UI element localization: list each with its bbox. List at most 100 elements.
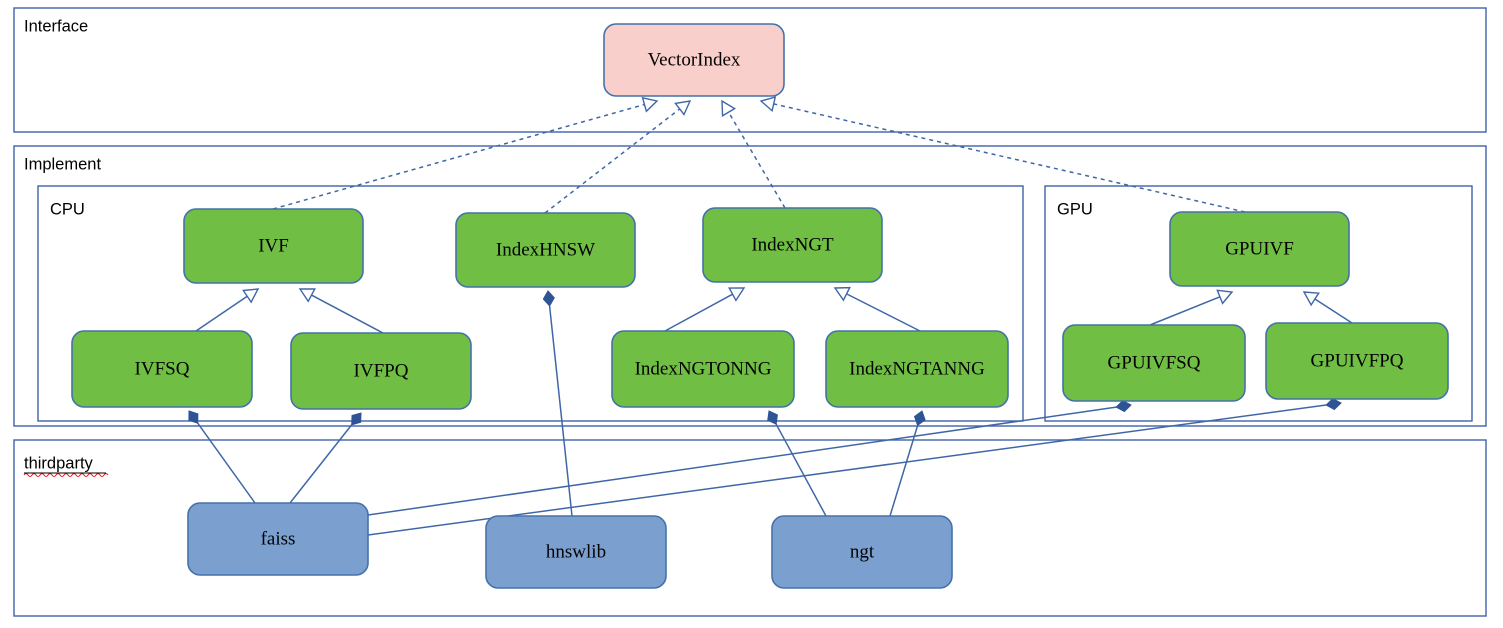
node-box-ivfpq[interactable] — [290, 332, 472, 410]
edge-ivfpq-ivf — [298, 288, 384, 334]
edge-faiss-ivfsq — [188, 410, 256, 504]
container-label-implement: Implement — [24, 155, 101, 173]
node-label-gpuivfpq: GPUIVFPQ — [1311, 350, 1404, 371]
edge-line-faiss-gpuivfpq — [367, 404, 1327, 536]
edge-ngtanng-indexngt — [833, 286, 921, 332]
node-box-ngt[interactable] — [771, 515, 953, 589]
edge-gpuivfsq-gpuivf — [1149, 289, 1234, 326]
container-label-thirdparty: thirdparty — [24, 454, 94, 472]
node-faiss[interactable]: faiss — [187, 502, 369, 576]
edge-ngt-ngtonng — [767, 410, 827, 517]
edge-indexngt-vectorindex — [721, 99, 786, 209]
composition-diamond-icon — [188, 410, 199, 424]
edge-ivfsq-ivf — [195, 288, 260, 332]
edge-line-ngt-ngtanng — [889, 425, 919, 517]
edge-indexhnsw-vectorindex — [544, 100, 692, 214]
generalization-arrowhead-icon — [641, 96, 659, 113]
node-box-indexngt[interactable] — [702, 207, 883, 283]
node-ngt[interactable]: ngt — [771, 515, 953, 589]
node-label-gpuivf: GPUIVF — [1225, 238, 1294, 259]
node-label-indexngtonng: IndexNGTONNG — [635, 358, 772, 379]
edge-line-indexngt-vectorindex — [727, 111, 786, 209]
node-box-vectorindex[interactable] — [603, 23, 785, 97]
node-indexngtonng[interactable]: IndexNGTONNG — [611, 330, 795, 408]
node-box-ivf[interactable] — [183, 208, 364, 284]
edge-line-hnswlib-indexhnsw — [548, 305, 573, 517]
composition-diamond-icon — [1325, 397, 1342, 411]
node-ivfsq[interactable]: IVFSQ — [71, 330, 253, 408]
node-label-indexhnsw: IndexHNSW — [496, 239, 595, 260]
edge-line-ngtonng-indexngt — [664, 293, 733, 332]
generalization-arrowhead-icon — [298, 288, 316, 303]
node-box-ivfsq[interactable] — [71, 330, 253, 408]
edge-line-faiss-ivfpq — [289, 424, 353, 504]
edge-line-ivfsq-ivf — [195, 295, 248, 332]
generalization-arrowhead-icon — [728, 287, 746, 302]
node-gpuivfsq[interactable]: GPUIVFSQ — [1062, 324, 1246, 402]
node-label-hnswlib: hnswlib — [546, 541, 606, 562]
edge-ngt-ngtanng — [889, 410, 926, 517]
edge-line-ivfpq-ivf — [311, 294, 384, 334]
edge-gpuivfpq-gpuivf — [1302, 291, 1353, 324]
edge-gpuivf-vectorindex — [759, 96, 1246, 213]
generalization-arrowhead-icon — [833, 286, 851, 302]
edge-line-faiss-ivfsq — [197, 422, 256, 504]
edge-line-gpuivf-vectorindex — [773, 103, 1246, 213]
generalization-arrowhead-icon — [674, 100, 692, 116]
generalization-arrowhead-icon — [1216, 289, 1234, 305]
generalization-arrowhead-icon — [242, 288, 260, 304]
node-indexngtanng[interactable]: IndexNGTANNG — [825, 330, 1009, 408]
node-box-indexngtonng[interactable] — [611, 330, 795, 408]
node-hnswlib[interactable]: hnswlib — [485, 515, 667, 589]
node-label-ivf: IVF — [258, 235, 289, 256]
composition-diamond-icon — [351, 412, 362, 426]
node-box-faiss[interactable] — [187, 502, 369, 576]
node-label-ivfpq: IVFPQ — [354, 360, 409, 381]
composition-diamond-icon — [913, 410, 926, 427]
edge-line-ivf-vectorindex — [272, 103, 645, 210]
edge-line-ngtanng-indexngt — [846, 293, 921, 332]
node-indexhnsw[interactable]: IndexHNSW — [455, 212, 636, 288]
composition-diamond-icon — [542, 290, 555, 307]
node-box-gpuivfsq[interactable] — [1062, 324, 1246, 402]
edge-hnswlib-indexhnsw — [542, 290, 573, 517]
edge-faiss-ivfpq — [289, 412, 362, 504]
node-label-faiss: faiss — [261, 528, 296, 549]
node-label-ivfsq: IVFSQ — [135, 358, 190, 379]
edge-layer — [188, 96, 1353, 536]
edge-ivf-vectorindex — [272, 96, 659, 210]
node-ivf[interactable]: IVF — [183, 208, 364, 284]
node-label-gpuivfsq: GPUIVFSQ — [1108, 352, 1201, 373]
edge-ngtonng-indexngt — [664, 287, 746, 332]
node-label-ngt: ngt — [850, 541, 875, 562]
node-box-gpuivf[interactable] — [1169, 211, 1350, 287]
generalization-arrowhead-icon — [721, 99, 736, 117]
edge-faiss-gpuivfpq — [367, 397, 1342, 536]
edge-line-faiss-gpuivfsq — [367, 406, 1117, 516]
composition-diamond-icon — [767, 410, 778, 425]
node-box-indexngtanng[interactable] — [825, 330, 1009, 408]
node-box-hnswlib[interactable] — [485, 515, 667, 589]
container-label-gpu: GPU — [1057, 200, 1093, 218]
node-label-vectorindex: VectorIndex — [648, 49, 741, 70]
edge-line-gpuivfsq-gpuivf — [1149, 296, 1221, 326]
edge-line-gpuivfpq-gpuivf — [1314, 298, 1353, 324]
node-gpuivfpq[interactable]: GPUIVFPQ — [1265, 322, 1449, 400]
edge-line-ngt-ngtonng — [775, 423, 827, 517]
node-box-indexhnsw[interactable] — [455, 212, 636, 288]
node-label-indexngt: IndexNGT — [751, 234, 834, 255]
node-ivfpq[interactable]: IVFPQ — [290, 332, 472, 410]
generalization-arrowhead-icon — [759, 96, 777, 113]
node-box-gpuivfpq[interactable] — [1265, 322, 1449, 400]
composition-diamond-icon — [1115, 400, 1132, 413]
node-indexngt[interactable]: IndexNGT — [702, 207, 883, 283]
node-vectorindex[interactable]: VectorIndex — [603, 23, 785, 97]
node-gpuivf[interactable]: GPUIVF — [1169, 211, 1350, 287]
container-label-interface: Interface — [24, 17, 88, 35]
node-label-indexngtanng: IndexNGTANNG — [849, 358, 985, 379]
edge-faiss-gpuivfsq — [367, 400, 1132, 516]
generalization-arrowhead-icon — [1302, 291, 1320, 307]
